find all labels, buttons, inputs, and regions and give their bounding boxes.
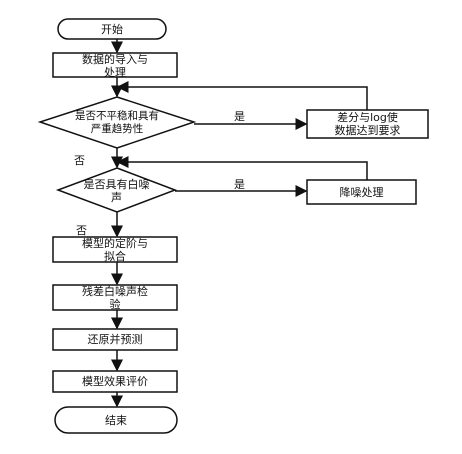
- start-terminal: [57, 18, 167, 40]
- no-label-noise: 否: [76, 224, 87, 237]
- order-fit-line-1: 模型的定阶与: [82, 237, 148, 250]
- residual-process-box: [52, 284, 178, 311]
- end-label: 结束: [105, 414, 127, 427]
- arrow-diff-back-to-main: [116, 81, 368, 110]
- noise-decision-label: 是否具有白噪 声: [60, 178, 173, 204]
- noise-decision-line-2: 声: [111, 191, 122, 204]
- import-process-box: [52, 52, 178, 78]
- import-label-line-1: 数据的导入与: [82, 53, 148, 66]
- diff-label: 差分与log使 数据达到要求: [307, 111, 428, 137]
- yes-label-stationary: 是: [234, 110, 245, 123]
- stationary-decision-label: 是否不平稳和具有 严重趋势性: [42, 110, 192, 136]
- order-fit-process-box: [52, 236, 178, 263]
- stationary-decision-line-2: 严重趋势性: [90, 123, 144, 135]
- noise-decision-line-1: 是否具有白噪: [83, 178, 150, 191]
- order-fit-line-2: 拟合: [104, 250, 126, 263]
- start-label: 开始: [101, 23, 123, 36]
- arrow-denoise-back-to-main: [116, 156, 368, 180]
- yes-label-noise: 是: [234, 178, 245, 191]
- residual-line-2: 验: [109, 298, 121, 311]
- diff-label-line-2: 数据达到要求: [334, 124, 401, 137]
- diff-label-line-1: 差分与log使: [337, 111, 398, 124]
- import-label-line-2: 处理: [104, 66, 126, 79]
- denoise-label: 降噪处理: [339, 186, 384, 199]
- import-label: 数据的导入与 处理: [53, 53, 177, 79]
- restore-label: 还原并预测: [87, 333, 143, 346]
- no-label-stationary: 否: [74, 154, 85, 167]
- eval-label: 模型效果评价: [82, 375, 148, 388]
- order-fit-label: 模型的定阶与 拟合: [53, 237, 177, 263]
- stationary-decision-line-1: 是否不平稳和具有: [75, 110, 159, 122]
- residual-label: 残差白噪声检 验: [53, 285, 177, 311]
- denoise-process-box: [306, 179, 417, 205]
- residual-line-1: 残差白噪声检: [82, 285, 148, 298]
